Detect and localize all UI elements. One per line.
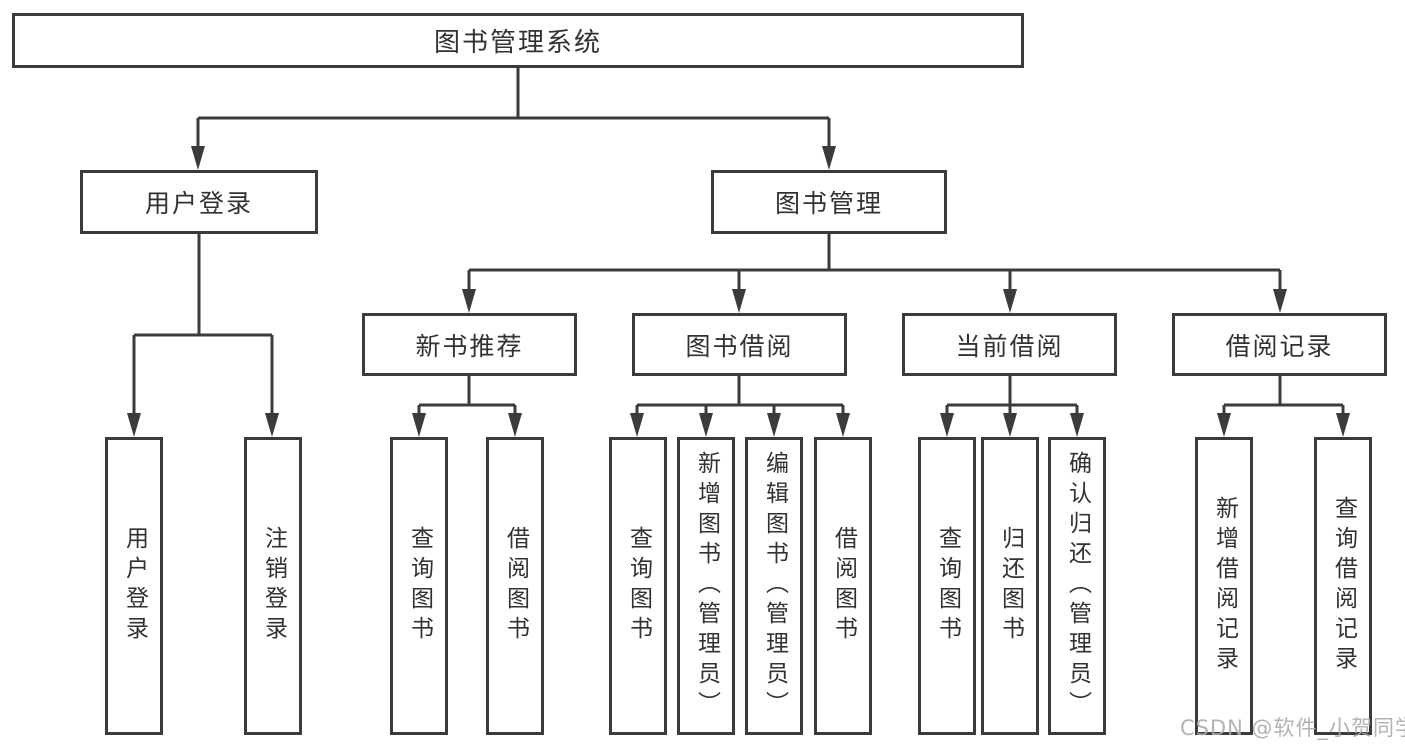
node-user-login: 用户登录 [80,170,318,234]
connector-current-borrow-to-leaves [940,376,1084,437]
node-query-books-borrow: 查询图书 [609,437,667,735]
node-return-book: 归还图书 [981,437,1039,735]
node-borrow-books-borrow: 借阅图书 [814,437,872,735]
node-borrowing-records: 借阅记录 [1172,313,1387,376]
node-edit-book-admin: 编辑图书（管理员） [745,437,803,735]
node-user-login-leaf: 用户登录 [105,437,163,735]
connector-book-mgmt-to-level3 [462,234,1287,313]
node-borrow-books-newbook: 借阅图书 [486,437,544,735]
node-library-system: 图书管理系统 [12,13,1024,68]
node-book-management: 图书管理 [711,170,947,234]
node-query-borrow-record: 查询借阅记录 [1314,437,1372,735]
node-add-book-admin: 新增图书（管理员） [677,437,735,735]
node-new-book-recommend: 新书推荐 [362,313,577,376]
node-query-books-newbook: 查询图书 [390,437,448,735]
connector-new-book-to-leaves [412,376,522,437]
connector-user-login-to-leaves [127,234,279,437]
node-add-borrow-record: 新增借阅记录 [1195,437,1253,735]
node-current-borrowing: 当前借阅 [902,313,1117,376]
csdn-watermark: CSDN @软件_小贺同学 [1180,716,1405,740]
connector-root-to-level2 [191,68,836,170]
connector-borrow-record-to-leaves [1217,376,1350,437]
node-query-books-current: 查询图书 [918,437,976,735]
node-confirm-return-admin: 确认归还（管理员） [1048,437,1106,735]
connector-book-borrow-to-leaves [630,376,850,437]
node-book-borrowing: 图书借阅 [632,313,847,376]
node-logout-leaf: 注销登录 [244,437,302,735]
